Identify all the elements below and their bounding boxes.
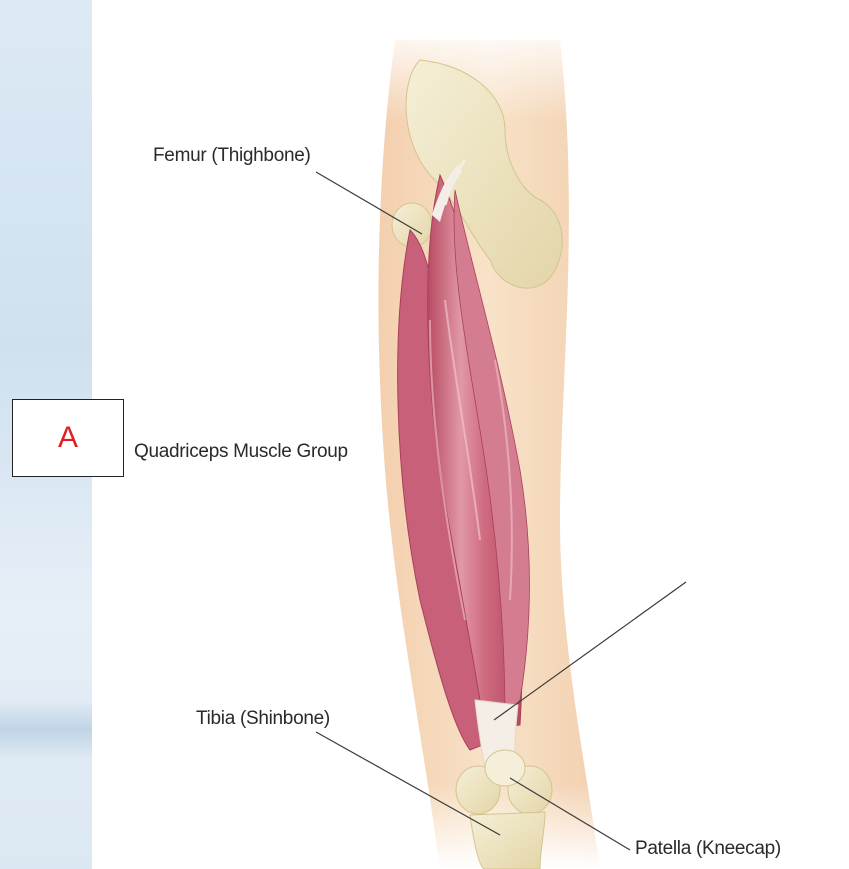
tibia-label: Tibia (Shinbone) bbox=[196, 708, 330, 730]
patella-bone bbox=[485, 750, 525, 786]
answer-marker-box[interactable]: A bbox=[12, 399, 124, 477]
femur-label: Femur (Thighbone) bbox=[153, 145, 311, 167]
quadriceps-label: Quadriceps Muscle Group bbox=[134, 441, 348, 463]
answer-marker-letter: A bbox=[58, 421, 78, 455]
overlay-patch bbox=[608, 493, 768, 581]
patella-label: Patella (Kneecap) bbox=[635, 838, 781, 860]
